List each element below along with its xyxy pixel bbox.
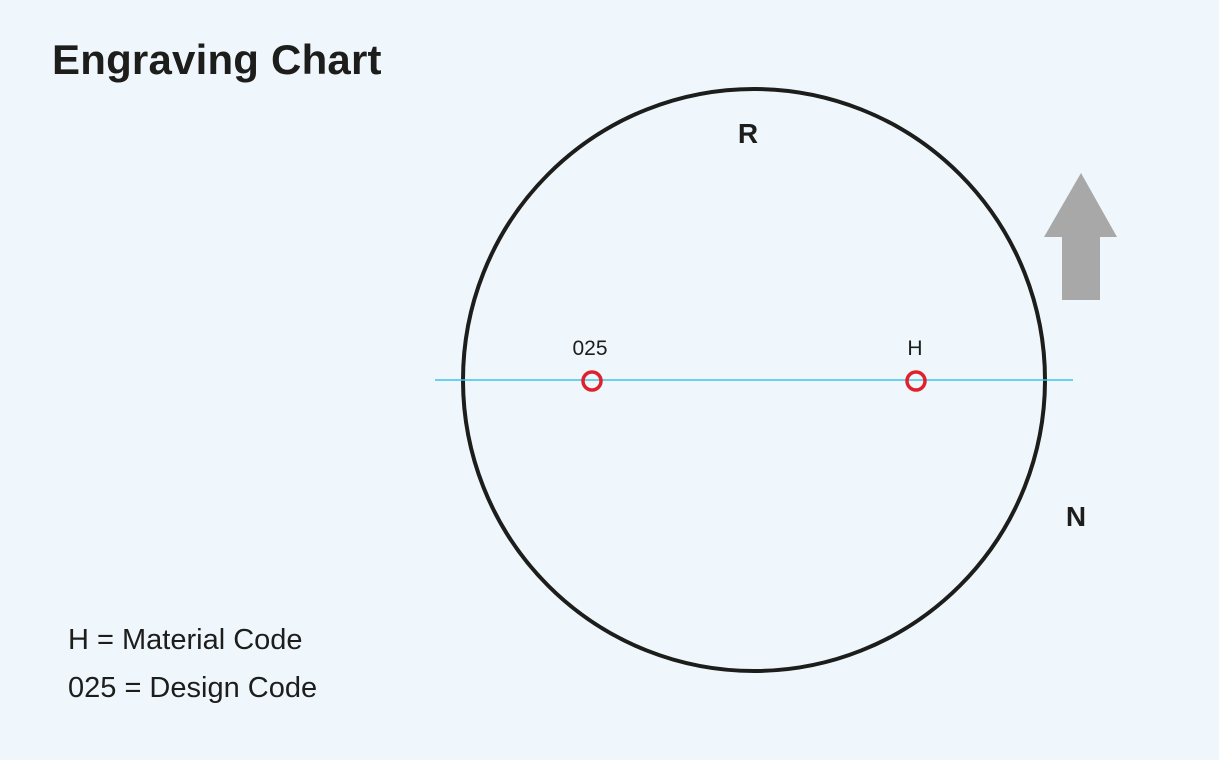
material-code-point — [905, 370, 927, 392]
legend-design-code: 025 = Design Code — [68, 672, 318, 704]
design-code-point — [581, 370, 603, 392]
top-marker-label: R — [738, 118, 758, 149]
right-marker-label: N — [1066, 501, 1086, 532]
page-title: Engraving Chart — [52, 36, 382, 83]
material-code-label: H — [907, 337, 922, 360]
up-arrow-icon — [1044, 173, 1117, 300]
legend-material-code: H = Material Code — [68, 624, 303, 656]
design-code-label: 025 — [572, 337, 607, 360]
